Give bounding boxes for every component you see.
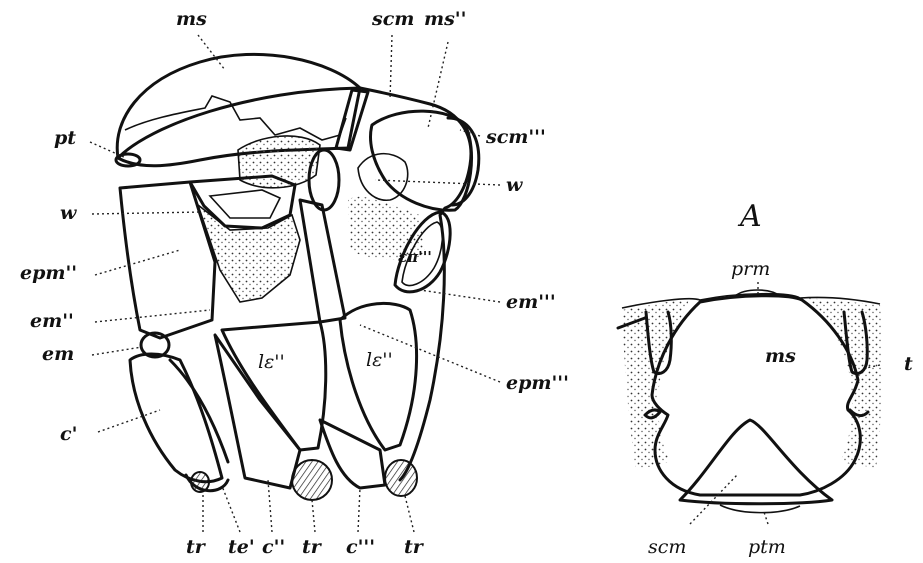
leader-lines-left	[89, 34, 501, 533]
label-epm2: epm''	[20, 262, 77, 284]
metanotum-lobe	[369, 109, 473, 212]
label-c2: c''	[262, 536, 285, 558]
coxa-hind	[338, 301, 419, 452]
scm-band	[334, 88, 370, 152]
label-tr3: tr	[404, 536, 425, 558]
label-scm3: scm'''	[485, 126, 546, 148]
pt-spiracle	[114, 152, 142, 168]
coxa-fore	[128, 352, 224, 484]
postnotum-arc	[719, 504, 801, 514]
label-em2: em''	[30, 310, 74, 332]
label-w-right: w	[506, 174, 523, 196]
label-tr1: tr	[186, 536, 207, 558]
epn-oval	[393, 210, 452, 294]
figure-a-title: A	[737, 199, 762, 234]
label-le2-right: lε''	[366, 349, 393, 371]
label-t: t	[904, 353, 913, 375]
scutellum-triangle	[678, 418, 834, 506]
notal-knob	[307, 148, 341, 212]
coxa-middle	[220, 320, 328, 452]
label-te1: te'	[228, 536, 255, 558]
trochanter-hind	[384, 459, 418, 497]
label-c1: c'	[60, 423, 77, 445]
epimeron-left	[118, 180, 217, 340]
hind-coxa-lower	[318, 418, 387, 490]
label-tr2: tr	[302, 536, 323, 558]
label-epn3: επ'''	[398, 248, 432, 266]
prm-bump	[734, 289, 781, 297]
em-oval	[139, 331, 171, 359]
wing-base-left	[188, 174, 297, 230]
dorsal-outline	[115, 52, 473, 482]
metanotum-cap	[446, 116, 481, 207]
label-ms-a: ms	[765, 345, 796, 367]
scutellum-stipple	[238, 135, 320, 188]
label-w-left: w	[60, 202, 77, 224]
trochanter-middle	[291, 459, 333, 501]
label-em: em	[42, 343, 74, 365]
label-scm-a: scm	[648, 536, 686, 558]
label-le2-left: lε''	[258, 351, 285, 373]
lateral-stipple-right	[808, 298, 883, 468]
label-prm: prm	[731, 258, 770, 280]
mesopleuron-stipple	[198, 205, 300, 302]
pocket-left	[644, 310, 673, 375]
label-c3: c'''	[346, 536, 375, 558]
middle-coxa-lower	[213, 333, 302, 490]
lateral-stipple-left	[622, 298, 690, 470]
thorax-lateral-drawing	[114, 52, 481, 501]
labels-right: A prm ms t scm ptm	[648, 199, 913, 558]
mesoscutum-body	[650, 294, 862, 497]
pocket-right	[842, 310, 869, 375]
labels-left: ms scm ms'' pt scm''' w w epm'' επ''' em…	[20, 8, 569, 558]
leader-lines-right	[689, 282, 881, 525]
label-ms2: ms''	[424, 8, 466, 30]
label-ms: ms	[176, 8, 207, 30]
label-ptm: ptm	[748, 536, 786, 558]
mesoscutum-patch	[124, 95, 347, 141]
label-scm: scm	[371, 8, 414, 30]
label-em3: em'''	[506, 291, 556, 313]
label-epm3: epm'''	[506, 372, 569, 394]
pleural-ridge	[298, 198, 347, 324]
label-pt: pt	[54, 127, 76, 149]
anterior-margin	[621, 292, 881, 309]
figure-a-drawing	[616, 289, 883, 514]
wing-base-right	[357, 152, 409, 201]
